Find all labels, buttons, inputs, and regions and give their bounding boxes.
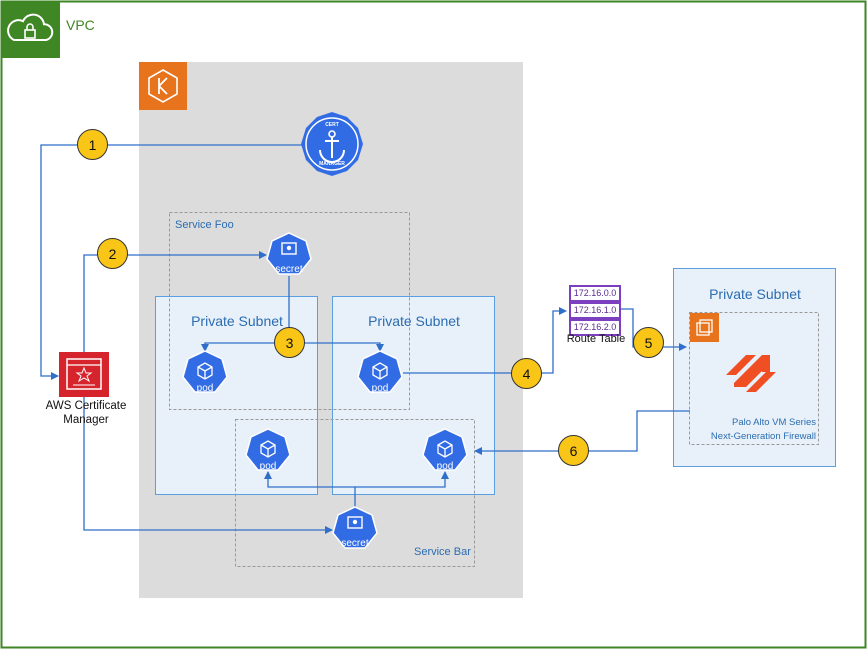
firewall-label-line2: Next-Generation Firewall <box>710 431 816 442</box>
firewall-label: Palo Alto VM Series Next-Generation Fire… <box>690 416 816 444</box>
acm-label: AWS Certificate Manager <box>38 399 134 427</box>
aws-certificate-manager-icon <box>59 352 109 397</box>
private-subnet-firewall <box>673 268 836 467</box>
service-bar-label: Service Bar <box>414 546 471 558</box>
acm-label-line2: Manager <box>63 414 109 426</box>
ec2-instance-icon <box>690 313 719 342</box>
acm-label-line1: AWS Certificate <box>45 400 127 412</box>
step-1-badge: 1 <box>77 129 108 160</box>
secret-icon-bar <box>332 506 378 549</box>
route-entry-3: 172.16.2.0 <box>569 319 621 336</box>
step-5-badge: 5 <box>633 327 664 358</box>
eks-icon <box>139 62 187 110</box>
route-entry-1: 172.16.0.0 <box>569 285 621 302</box>
service-bar-box <box>235 419 475 567</box>
palo-alto-logo-icon <box>726 355 776 392</box>
vpc-label: VPC <box>66 17 95 33</box>
pod-icon-bar-left <box>245 428 291 471</box>
private-subnet-left-label: Private Subnet <box>191 313 283 329</box>
step-6-badge: 6 <box>558 435 589 466</box>
pod-icon-bar-right <box>422 428 468 471</box>
step-3-badge: 3 <box>274 327 305 358</box>
pod-bar-right-label: pod <box>436 461 454 472</box>
service-foo-box <box>169 212 410 410</box>
pod-icon-foo-left <box>182 350 228 393</box>
svg-text:CERT: CERT <box>325 122 339 128</box>
flow-3-line <box>201 276 290 352</box>
route-entry-2: 172.16.1.0 <box>569 302 621 319</box>
connector-lines <box>40 144 690 534</box>
step-4-badge: 4 <box>511 358 542 389</box>
flow-1-line <box>40 144 302 380</box>
flow-acm-secret-bar-line <box>83 392 333 534</box>
cert-manager-icon: CERT MANAGER <box>301 112 363 176</box>
secret-icon-foo <box>266 232 312 275</box>
firewall-label-line1: Palo Alto VM Series <box>732 417 816 428</box>
flow-4-line <box>403 307 567 374</box>
route-table-label: Route Table <box>566 333 626 345</box>
flow-2-line <box>83 251 267 352</box>
firewall-instance-box <box>689 312 819 445</box>
vpc-cloud-lock-icon <box>2 2 60 58</box>
step-2-badge: 2 <box>97 238 128 269</box>
pod-bar-left-label: pod <box>259 461 277 472</box>
pod-foo-left-label: pod <box>196 383 214 394</box>
flow-6-line <box>474 410 690 455</box>
pod-icon-foo-right <box>357 350 403 393</box>
private-subnet-middle-label: Private Subnet <box>368 313 460 329</box>
private-subnet-firewall-label: Private Subnet <box>709 286 801 302</box>
secret-bar-label: secret <box>341 538 369 549</box>
flow-bar-pods-line <box>264 471 356 510</box>
secret-foo-label: secret <box>275 264 303 275</box>
private-subnet-middle <box>332 296 495 495</box>
svg-text:MANAGER: MANAGER <box>319 161 345 167</box>
service-foo-label: Service Foo <box>175 219 234 231</box>
pod-foo-right-label: pod <box>371 383 389 394</box>
